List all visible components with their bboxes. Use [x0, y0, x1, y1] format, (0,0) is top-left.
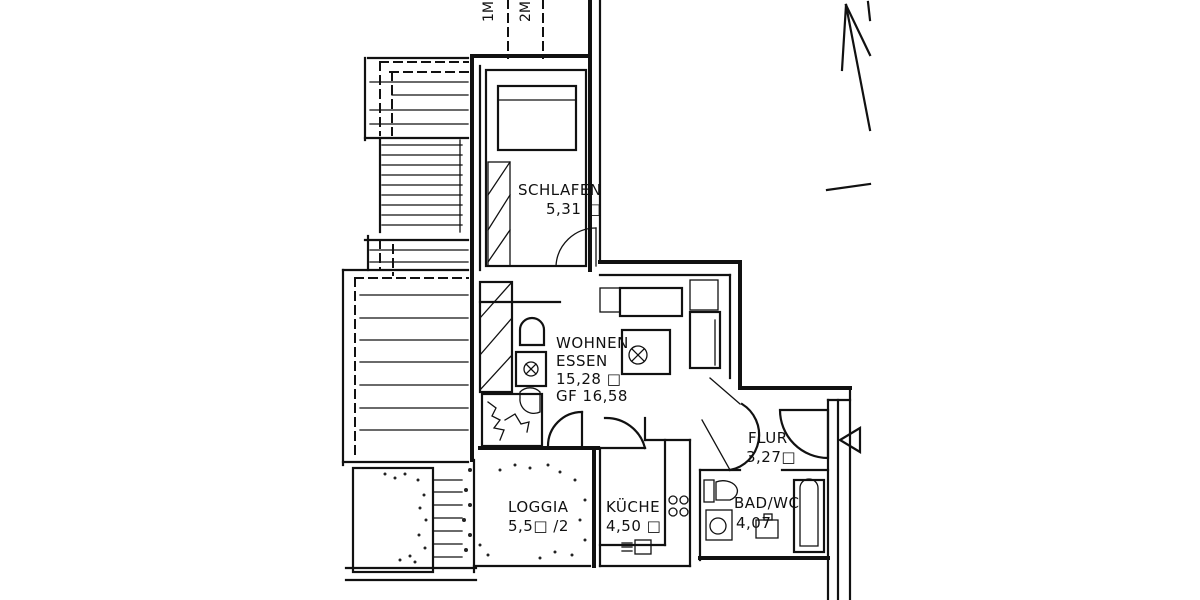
room-bad-wc: BAD/WC 4,07 — [698, 468, 830, 562]
room-area-schlafen: 5,31 □ — [546, 200, 601, 218]
top-axis-markers: 1M 2M — [481, 0, 544, 59]
room-flur: FLUR 3,27□ — [701, 398, 862, 600]
room-label-schlafen: SCHLAFEN — [518, 181, 602, 199]
room-loggia: LOGGIA 5,5□ /2 — [462, 446, 602, 574]
room-kueche: KÜCHE 4,50 □ — [598, 416, 692, 568]
outer-walls — [470, 0, 852, 600]
room-label-bad: BAD/WC — [734, 494, 799, 512]
room-label-wohnen: WOHNEN — [556, 334, 629, 352]
room-area-flur: 3,27□ — [746, 448, 796, 466]
room-area-wohnen: 15,28 □ — [556, 370, 621, 388]
room-label-kueche: KÜCHE — [606, 497, 660, 516]
room-schlafen: SCHLAFEN 5,31 □ — [484, 68, 602, 268]
room-wohnen-essen: WOHNEN ESSEN 15,28 □ GF 16,58 — [478, 273, 741, 405]
room-area-bad: 4,07 — [736, 514, 771, 532]
axis-label-2m: 2M — [518, 1, 534, 22]
room-area-loggia: 5,5□ /2 — [508, 517, 569, 535]
room-label-flur: FLUR — [748, 429, 788, 447]
lower-left-area — [344, 466, 478, 582]
north-arrow-lines — [825, 0, 872, 192]
room-area-wohnen-gf: GF 16,58 — [556, 387, 628, 405]
room-label-loggia: LOGGIA — [508, 498, 569, 516]
plant-corner — [478, 387, 600, 450]
axis-label-1m: 1M — [481, 1, 497, 22]
room-area-kueche: 4,50 □ — [606, 517, 661, 535]
room-label-essen: ESSEN — [556, 352, 608, 370]
stairwell — [341, 56, 470, 467]
